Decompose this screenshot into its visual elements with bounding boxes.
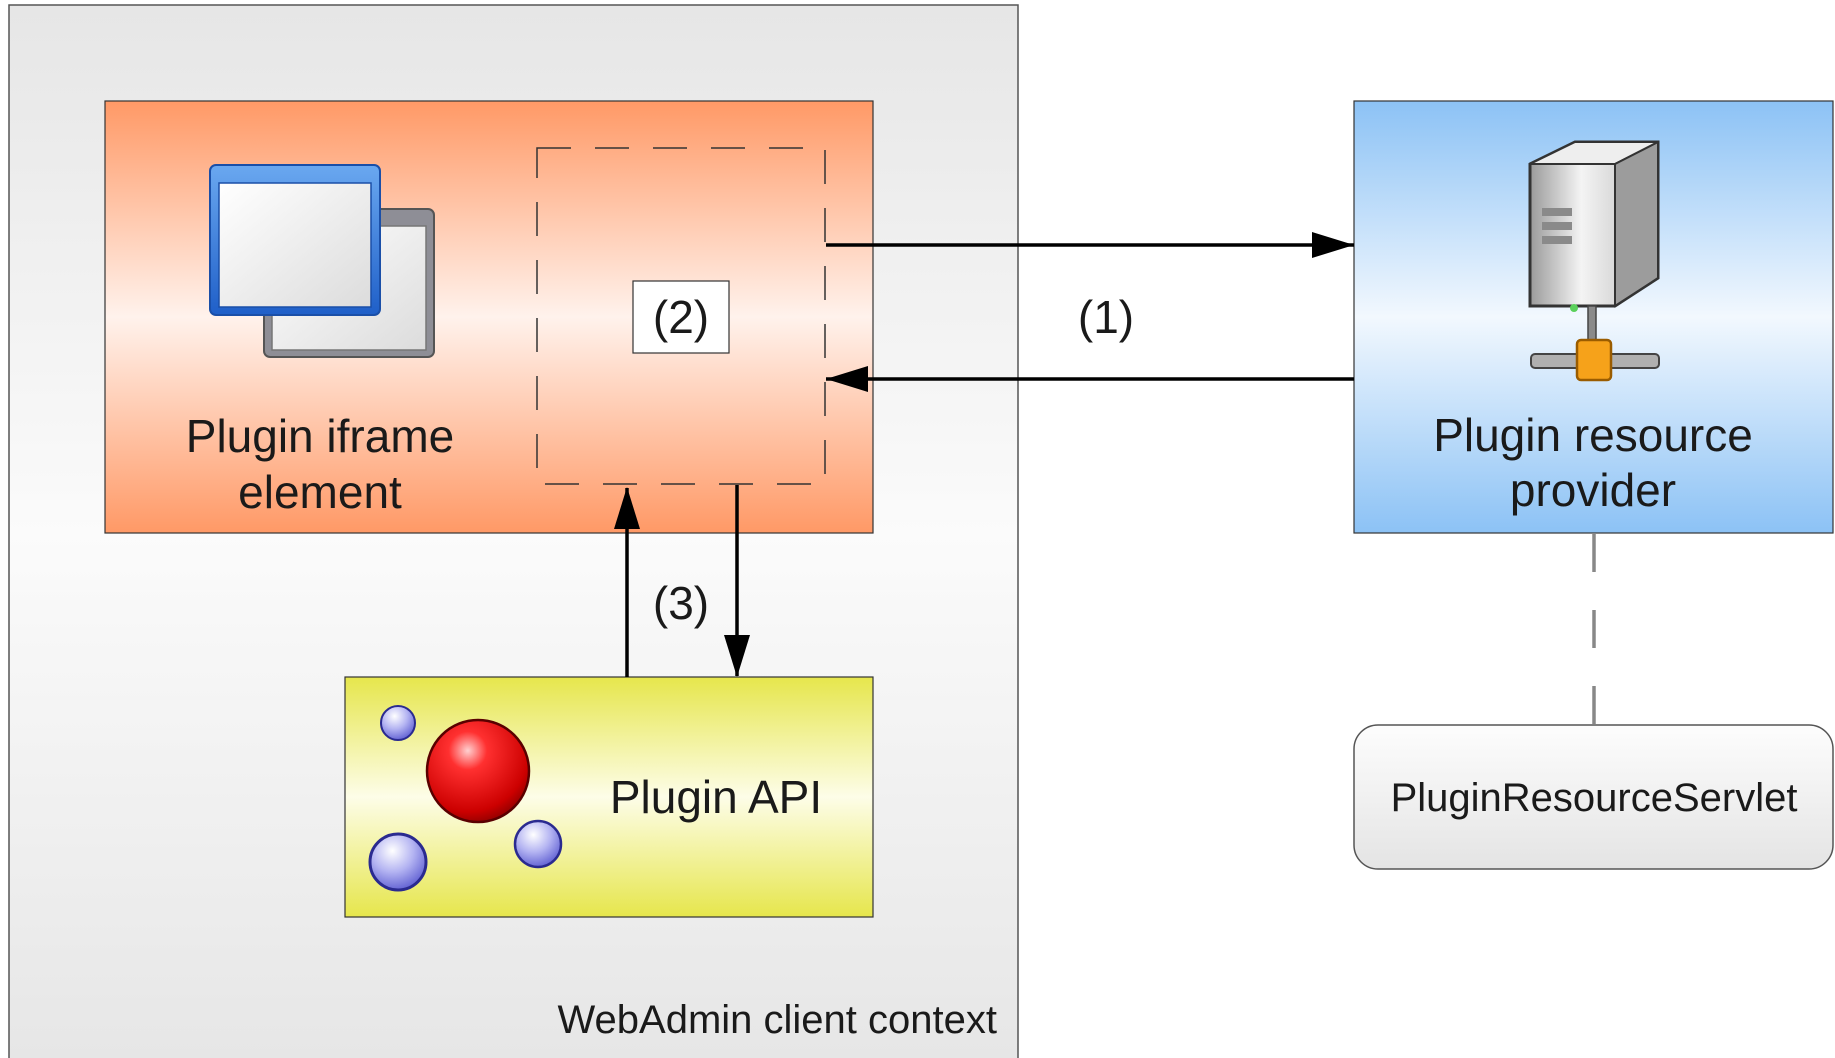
servlet-label: PluginResourceServlet	[1391, 776, 1798, 820]
step-2-badge: (2)	[632, 280, 730, 354]
provider-label-line2: provider	[1510, 464, 1676, 516]
plugin-resource-servlet-box: PluginResourceServlet	[1353, 724, 1834, 870]
plugin-iframe-box: Plugin iframe element (2)	[104, 100, 874, 534]
step-3-label: (3)	[653, 577, 709, 629]
iframe-to-api-arrowhead	[724, 635, 750, 677]
iframe-label-line2: element	[238, 466, 402, 518]
windows-icon	[209, 164, 435, 358]
step-3-arrows: (3)	[614, 485, 750, 677]
response-arrowhead	[826, 366, 868, 392]
plugin-resource-provider-box: Plugin resource provider	[1353, 100, 1834, 534]
spheres-icon	[368, 705, 563, 892]
webadmin-context-label: WebAdmin client context	[558, 998, 997, 1042]
plugin-api-label: Plugin API	[610, 771, 822, 823]
plugin-content-dashed-region	[536, 147, 826, 485]
step-2-label: (2)	[653, 291, 709, 343]
step-1-arrows: (1)	[826, 232, 1354, 392]
iframe-label-line1: Plugin iframe	[186, 410, 454, 462]
plugin-api-box: Plugin API	[344, 676, 874, 918]
provider-label-line1: Plugin resource	[1433, 409, 1753, 461]
step-1-label: (1)	[1078, 291, 1134, 343]
request-arrowhead	[1312, 232, 1354, 258]
server-icon	[1528, 140, 1660, 382]
api-to-iframe-arrowhead	[614, 487, 640, 529]
